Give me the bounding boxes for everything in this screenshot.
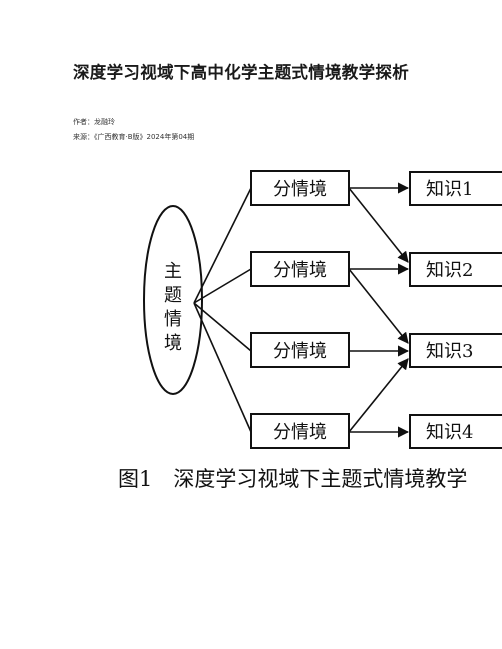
- knowledge-label: 知识4: [426, 422, 473, 443]
- concept-diagram-figure: 主 题 情 境 分情境 分情境 分情境 分情境 知识1 知识2 知识3: [108, 160, 502, 500]
- article-title: 深度学习视域下高中化学主题式情境教学探析: [73, 63, 409, 82]
- article-source: 来源：《广西教育·B版》2024年第04期: [73, 133, 195, 141]
- knowledge-box: [409, 333, 502, 368]
- sub-scenario-label: 分情境: [273, 260, 327, 281]
- link-line: [193, 187, 252, 304]
- knowledge-label: 知识1: [426, 179, 473, 200]
- link-line: [193, 302, 252, 433]
- link-line: [193, 268, 252, 304]
- sub-scenario-label: 分情境: [273, 341, 327, 362]
- knowledge-box: [409, 414, 502, 449]
- sub-scenario-label: 分情境: [273, 422, 327, 443]
- sub-scenario-box: [250, 170, 350, 206]
- arrow: [348, 187, 409, 263]
- sub-scenario-label: 分情境: [273, 179, 327, 200]
- knowledge-label: 知识3: [426, 341, 473, 362]
- main-theme-char: 情: [164, 309, 182, 330]
- knowledge-box: [409, 171, 502, 206]
- sub-scenario-box: [250, 332, 350, 368]
- arrow: [348, 358, 409, 433]
- concept-diagram: 主 题 情 境 分情境 分情境 分情境 分情境 知识1 知识2 知识3: [118, 170, 502, 491]
- main-theme-char: 主: [164, 261, 182, 282]
- main-theme-char: 境: [164, 333, 182, 354]
- article-author: 作者：龙融玲: [73, 118, 115, 126]
- knowledge-label: 知识2: [426, 260, 473, 281]
- knowledge-box: [409, 252, 502, 287]
- figure-caption: 图1 深度学习视域下主题式情境教学: [118, 467, 467, 491]
- link-line: [193, 302, 252, 352]
- sub-scenario-box: [250, 413, 350, 449]
- main-theme-ellipse: [143, 205, 203, 395]
- main-theme-char: 题: [164, 285, 182, 306]
- arrow: [348, 268, 409, 344]
